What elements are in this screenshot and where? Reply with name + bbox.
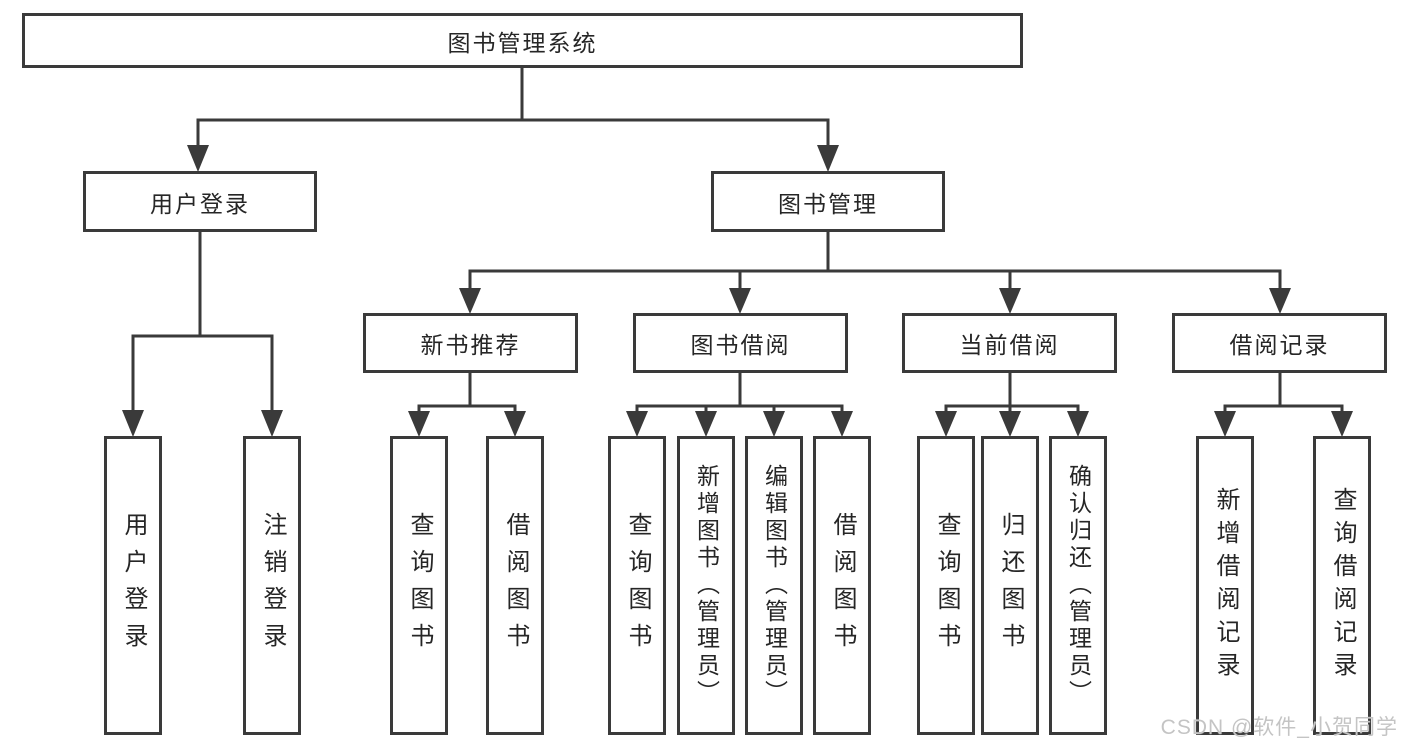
csdn-watermark: CSDN @软件_小贺同学 (1160, 716, 1398, 739)
leaf-confirm-return-admin: 确认归还（管理员） (1049, 436, 1107, 735)
arrowhead-user-login (187, 145, 209, 172)
node-current-borrowing: 当前借阅 (902, 313, 1117, 373)
node-borrowing-records: 借阅记录 (1172, 313, 1387, 373)
edge-recommendation-to-leaves (417, 371, 517, 414)
leaf-label: 借阅图书 (502, 511, 529, 660)
arrowhead-current-borrowing (999, 288, 1021, 314)
leaf-label: 编辑图书（管理员） (761, 464, 788, 707)
arrowhead-return-books (999, 411, 1021, 437)
arrowhead-new-book-recommendation (459, 288, 481, 314)
edge-borrowing-to-leaves (635, 371, 844, 414)
edge-records-to-leaves (1223, 371, 1344, 414)
leaf-edit-books-admin: 编辑图书（管理员） (745, 436, 803, 735)
leaf-add-books-admin: 新增图书（管理员） (677, 436, 735, 735)
leaf-label: 查询图书 (624, 511, 651, 660)
leaf-label: 确认归还（管理员） (1065, 464, 1092, 707)
arrowhead-leaf-logout (261, 410, 283, 437)
arrowhead-leaf-user-login (122, 410, 144, 437)
arrowhead-add-books (695, 411, 717, 437)
arrowhead-book-management (817, 145, 839, 172)
arrowhead-confirm-return (1067, 411, 1089, 437)
edge-root-to-level2 (196, 66, 830, 148)
leaf-borrow-books-recommend: 借阅图书 (486, 436, 544, 735)
leaf-label: 查询借阅记录 (1329, 486, 1356, 685)
arrowhead-query-books-3 (935, 411, 957, 437)
arrowhead-edit-books (763, 411, 785, 437)
leaf-label: 新增借阅记录 (1212, 486, 1239, 685)
leaf-user-login: 用户登录 (104, 436, 162, 735)
node-book-management: 图书管理 (711, 171, 945, 232)
edge-user-login-to-leaves (131, 230, 274, 413)
arrowhead-book-borrowing (729, 288, 751, 314)
node-book-borrowing: 图书借阅 (633, 313, 848, 373)
arrowhead-borrow-books-2 (831, 411, 853, 437)
leaf-label: 注销登录 (259, 511, 286, 660)
edge-current-to-leaves (944, 371, 1080, 414)
arrowhead-query-books-1 (408, 411, 430, 437)
leaf-label: 新增图书（管理员） (693, 464, 720, 707)
leaf-label: 查询图书 (933, 511, 960, 660)
arrowhead-query-record (1331, 411, 1353, 437)
leaf-add-borrow-record: 新增借阅记录 (1196, 436, 1254, 735)
arrowhead-add-record (1214, 411, 1236, 437)
node-new-book-recommendation: 新书推荐 (363, 313, 578, 373)
leaf-logout: 注销登录 (243, 436, 301, 735)
arrowhead-borrow-books-1 (504, 411, 526, 437)
arrowhead-borrowing-records (1269, 288, 1291, 314)
leaf-label: 查询图书 (406, 511, 433, 660)
leaf-label: 归还图书 (997, 511, 1024, 660)
leaf-query-books-borrowing: 查询图书 (608, 436, 666, 735)
node-user-login: 用户登录 (83, 171, 317, 232)
arrowhead-query-books-2 (626, 411, 648, 437)
leaf-query-borrow-record: 查询借阅记录 (1313, 436, 1371, 735)
leaf-borrow-books: 借阅图书 (813, 436, 871, 735)
leaf-label: 借阅图书 (829, 511, 856, 660)
node-library-management-system: 图书管理系统 (22, 13, 1023, 68)
leaf-return-books: 归还图书 (981, 436, 1039, 735)
leaf-query-books-recommend: 查询图书 (390, 436, 448, 735)
leaf-label: 用户登录 (120, 511, 147, 660)
edge-book-management-to-level3 (468, 230, 1282, 291)
leaf-query-books-current: 查询图书 (917, 436, 975, 735)
